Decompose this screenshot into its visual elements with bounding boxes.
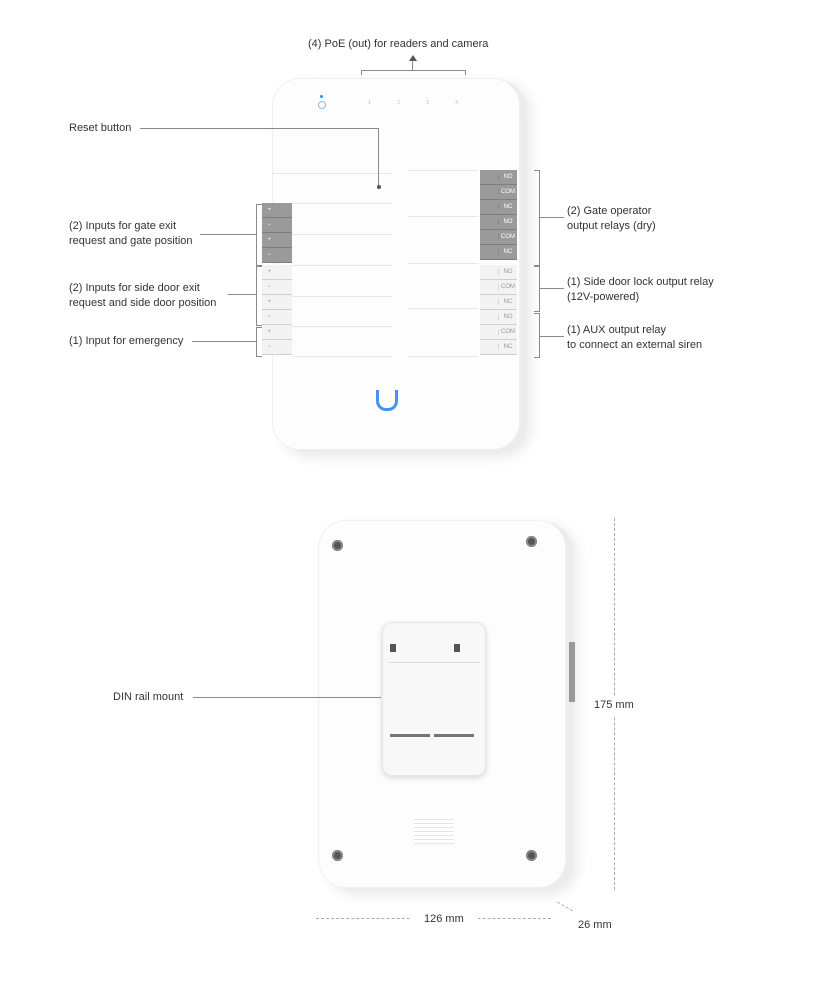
back-device bbox=[318, 520, 566, 888]
side-aux-relay-terminals: NO COM NC NO COM NC bbox=[480, 265, 517, 355]
regulatory-label bbox=[414, 816, 454, 844]
poe-callout: (4) PoE (out) for readers and camera bbox=[308, 38, 489, 50]
din-callout: DIN rail mount bbox=[113, 691, 184, 703]
poe-bracket bbox=[361, 70, 466, 71]
ubiquiti-logo bbox=[376, 390, 398, 411]
gate-input-terminals: + − + − bbox=[262, 203, 292, 263]
side-terminals-back bbox=[569, 642, 575, 702]
depth-dimension: 26 mm bbox=[578, 919, 612, 931]
arrow-up-icon bbox=[409, 55, 417, 61]
reset-button bbox=[377, 185, 381, 189]
power-icon bbox=[318, 101, 326, 109]
emergency-callout: (1) Input for emergency bbox=[69, 335, 184, 347]
height-dimension: 175 mm bbox=[594, 696, 634, 715]
width-dimension: 126 mm bbox=[410, 912, 478, 927]
gate-relay-terminals: NO COM NC NO COM NC bbox=[480, 170, 517, 260]
side-input-terminals: + − + − + − bbox=[262, 265, 292, 355]
din-rail-mount bbox=[382, 622, 486, 776]
side-relay-callout: (1) Side door lock output relay(12V-powe… bbox=[567, 276, 714, 303]
reset-callout: Reset button bbox=[69, 122, 132, 134]
status-led bbox=[320, 95, 323, 98]
